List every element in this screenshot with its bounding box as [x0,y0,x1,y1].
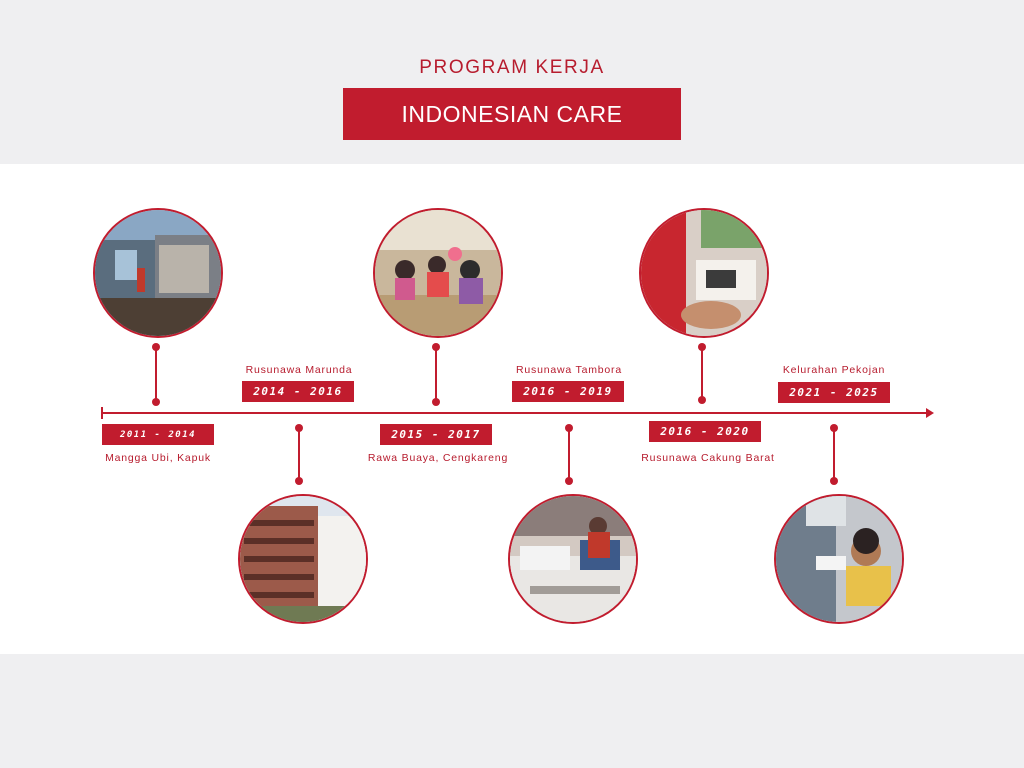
milestone-1-photo [93,208,223,338]
milestone-5-stem [701,347,703,400]
milestone-1-period: 2011 - 2014 [102,424,214,445]
milestone-2-stem-end-dot [295,477,303,485]
page-title: INDONESIAN CARE [343,88,681,140]
milestone-1-stem-end-dot [152,398,160,406]
milestone-4-stem-end-dot [565,477,573,485]
milestone-6-photo [774,494,904,624]
milestone-4-photo [508,494,638,624]
milestone-6-place: Kelurahan Pekojan [782,364,886,376]
milestone-2-photo [238,494,368,624]
milestone-5-place: Rusunawa Cakung Barat [641,452,775,464]
milestone-5-photo [639,208,769,338]
timeline-axis [102,412,928,414]
milestone-1-stem [155,347,157,402]
milestone-3-place: Rawa Buaya, Cengkareng [367,452,509,464]
milestone-2-period: 2014 - 2016 [242,381,354,402]
milestone-5-period: 2016 - 2020 [649,421,761,442]
page-subtitle: PROGRAM KERJA [419,57,605,78]
milestone-4-stem [568,428,570,481]
milestone-5-stem-end-dot [698,396,706,404]
milestone-2-place: Rusunawa Marunda [245,364,353,376]
milestone-6-stem-end-dot [830,477,838,485]
timeline-arrow-icon [926,408,934,418]
milestone-3-stem [435,347,437,402]
milestone-3-stem-end-dot [432,398,440,406]
milestone-4-period: 2016 - 2019 [512,381,624,402]
milestone-3-photo [373,208,503,338]
milestone-2-stem [298,428,300,481]
milestone-1-place: Mangga Ubi, Kapuk [105,452,211,464]
milestone-6-stem [833,428,835,481]
timeline-axis-start-tick [101,407,103,419]
milestone-6-period: 2021 - 2025 [778,382,890,403]
milestone-3-period: 2015 - 2017 [380,424,492,445]
milestone-4-place: Rusunawa Tambora [516,364,622,376]
